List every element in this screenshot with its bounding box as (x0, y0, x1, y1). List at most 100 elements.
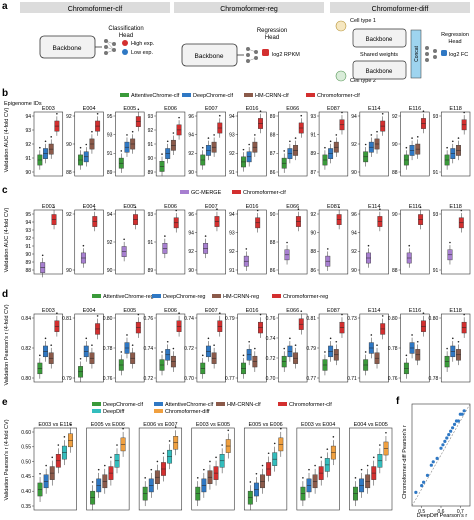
panel-f-ylabel: Chromoformer-diff Pearson's r (402, 425, 408, 499)
outlier-point (463, 111, 465, 114)
y-tick-label: 90 (25, 170, 31, 176)
outlier-point (297, 208, 300, 211)
outlier-point (261, 464, 264, 467)
outlier-point (341, 111, 343, 114)
subplot: E003 vs E005 (191, 422, 235, 511)
outlier-point (221, 444, 223, 446)
outlier-point (408, 244, 411, 247)
subplot-title: E004 (83, 106, 96, 112)
subplot-frame (296, 427, 340, 511)
subplot: E004 vs E005 (349, 422, 393, 511)
subplot-title: E006 (164, 106, 177, 112)
scatter-point (451, 426, 455, 430)
clf-high-label: High exp. (131, 41, 155, 47)
outlier-point (376, 344, 378, 346)
subplot-title: E118 (449, 204, 461, 210)
legend-swatch (306, 93, 315, 97)
outlier-point (256, 209, 259, 212)
outlier-point (63, 436, 66, 438)
y-tick-label: 92 (351, 249, 357, 255)
y-tick-label: 94 (229, 212, 235, 218)
subplot-title: E003 (42, 106, 55, 112)
outlier-point (53, 206, 55, 209)
reg-output-icon (262, 49, 269, 56)
y-tick-label: 0.80 (103, 316, 113, 322)
outlier-point (314, 464, 316, 467)
outlier-point (360, 468, 363, 471)
outlier-point (137, 108, 140, 111)
y-tick-label: 92 (66, 212, 72, 218)
outlier-point (372, 456, 375, 459)
diff-output-label: log2 FC (449, 52, 468, 58)
y-tick-label: 88 (392, 268, 398, 274)
y-tick-label: 0.35 (21, 504, 31, 510)
subplot-title: E016 (246, 204, 259, 210)
outlier-point (286, 241, 288, 244)
panel-f: f Chromoformer-diff Pearson's r DeepDiff… (396, 396, 471, 519)
outlier-point (131, 130, 134, 133)
outlier-point (123, 238, 125, 241)
diff-head-network-icon (425, 46, 437, 62)
y-tick-label: 0.77 (225, 376, 235, 382)
y-tick-label: 0.72 (184, 346, 194, 352)
y-tick-label: 89 (311, 151, 317, 157)
clf-high-dot (122, 40, 128, 46)
subplot-frame (318, 209, 349, 275)
y-tick-label: 94 (188, 132, 194, 138)
outlier-point (91, 344, 93, 346)
y-tick-label: 93 (25, 228, 31, 234)
subplot-frame (237, 209, 267, 275)
legend-swatch (244, 93, 253, 97)
panel-e-subplots: E003 vs E1160.350.400.450.500.550.60E005… (21, 422, 393, 511)
subplot-title: E016 (246, 308, 259, 314)
y-tick-label: 90 (66, 142, 72, 148)
outlier-point (213, 344, 215, 346)
concat-box (410, 29, 422, 79)
y-tick-label: 92 (311, 212, 317, 218)
y-tick-label: 91 (229, 268, 235, 274)
clf-backbone-label: Backbone (53, 45, 82, 52)
y-tick-label: 90 (148, 156, 154, 162)
y-tick-label: 86 (311, 268, 317, 274)
outlier-point (254, 134, 256, 136)
outlier-point (201, 146, 204, 149)
subplot-title: E016 (246, 106, 259, 112)
outlier-point (338, 206, 340, 209)
y-tick-label: 94 (229, 114, 235, 120)
scatter-point (462, 409, 466, 413)
y-tick-label: 86 (270, 170, 276, 176)
outlier-point (51, 456, 54, 459)
outlier-point (326, 248, 329, 250)
clf-low-dot (122, 49, 128, 55)
outlier-point (166, 140, 169, 143)
y-tick-label: 91 (229, 170, 235, 176)
outlier-point (379, 444, 381, 446)
y-tick-label: 0.74 (266, 336, 276, 342)
y-tick-label: 0.76 (388, 376, 398, 382)
y-tick-label: 88 (311, 249, 317, 255)
y-tick-label: 0.76 (103, 376, 113, 382)
subplot-frame (196, 111, 226, 177)
subplot-title: E005 (123, 204, 136, 210)
outlier-point (255, 472, 258, 475)
y-tick-label: 94 (107, 212, 113, 218)
y-tick-label: 90 (311, 230, 317, 236)
y-tick-label: 90 (25, 252, 31, 258)
outlier-point (289, 140, 291, 143)
outlier-point (144, 477, 146, 479)
y-tick-label: 96 (188, 114, 194, 120)
subplot-title: E004 (83, 308, 96, 314)
outlier-point (209, 460, 211, 463)
reg-head-label-2: Head (265, 35, 279, 41)
outlier-point (134, 206, 137, 209)
